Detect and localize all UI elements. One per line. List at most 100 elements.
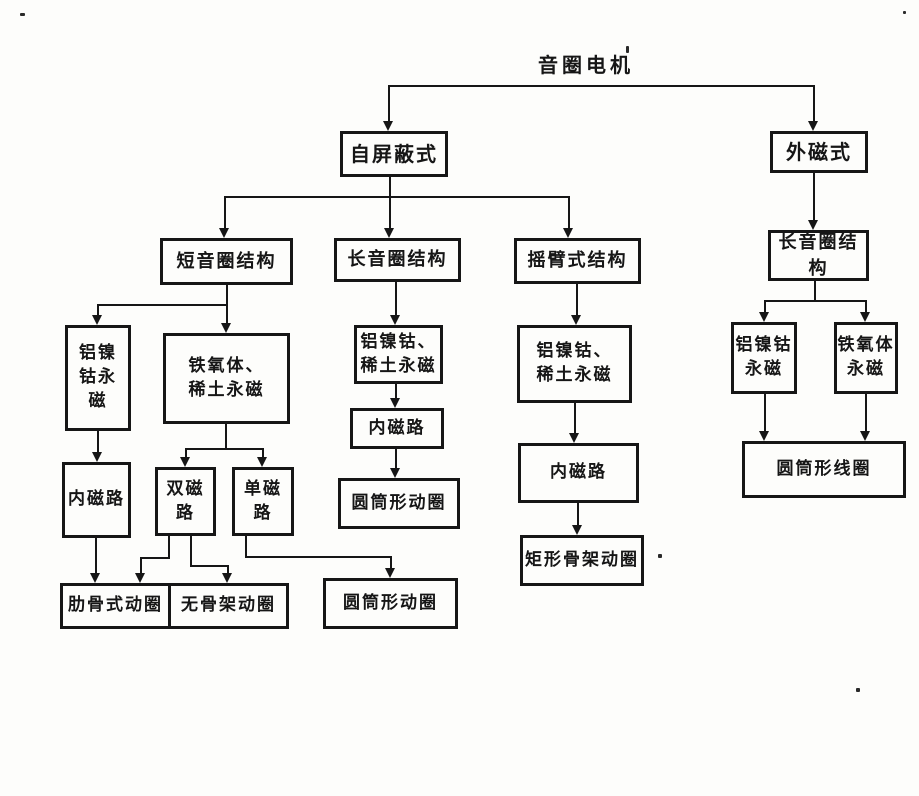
arrowhead: [860, 431, 870, 441]
node-label: 长音圈结构: [778, 232, 859, 279]
arrowhead: [571, 315, 581, 325]
connector-line: [390, 558, 392, 569]
node-label: 圆筒形线圈: [776, 458, 872, 479]
arrowhead: [90, 573, 100, 583]
connector-line: [813, 173, 815, 221]
arrowhead: [563, 228, 573, 238]
arrowhead: [860, 312, 870, 322]
connector-line: [568, 198, 570, 229]
connector-line: [224, 196, 570, 198]
node-label: 长音圈结构: [347, 249, 448, 271]
node-label: 自屏蔽式: [350, 142, 438, 166]
arrowhead: [257, 457, 267, 467]
connector-line: [395, 384, 397, 399]
connector-line: [140, 557, 170, 559]
node-label: 铁氧体、 稀土永磁: [188, 355, 265, 400]
connector-line: [97, 306, 99, 317]
node-label: 圆筒形动圈: [351, 492, 447, 513]
connector-line: [395, 449, 397, 469]
node-ferrite-magnet-right: 铁氧体 永磁: [834, 322, 898, 394]
node-rectangular-bobbin-moving-coil: 矩形骨架动圈: [520, 535, 644, 586]
arrowhead: [92, 315, 102, 325]
node-rocker-arm: 摇臂式结构: [514, 238, 641, 284]
connector-line: [764, 394, 766, 432]
node-label: 无骨架动圈: [181, 595, 276, 616]
node-label: 单磁路: [244, 478, 282, 523]
connector-line: [168, 536, 170, 559]
arrowhead: [390, 398, 400, 408]
connector-line: [388, 85, 815, 87]
arrowhead: [569, 433, 579, 443]
connector-line: [574, 403, 576, 434]
root-title: 音圈电机: [538, 53, 634, 77]
node-label: 铝镍钴、 稀土永磁: [536, 341, 613, 385]
connector-line: [388, 86, 390, 124]
connector-line: [245, 556, 392, 558]
arrowhead: [759, 312, 769, 322]
node-alnico-rare-earth-mid: 铝镍钴、 稀土永磁: [354, 325, 443, 384]
connector-line: [814, 281, 816, 302]
ink-speck: [20, 13, 25, 16]
connector-line: [764, 300, 867, 302]
connector-line: [97, 304, 228, 306]
node-label: 铝镍钴 永磁: [735, 335, 793, 379]
arrowhead: [180, 457, 190, 467]
node-alnico-magnet-left: 铝镍 钴永 磁: [65, 325, 131, 431]
node-label: 铝镍 钴永 磁: [79, 343, 117, 411]
arrowhead: [222, 573, 232, 583]
connector-line: [577, 503, 579, 526]
arrowhead: [92, 452, 102, 462]
ink-speck: [856, 688, 860, 692]
connector-line: [185, 450, 187, 459]
connector-line: [226, 306, 228, 325]
connector-line: [140, 559, 142, 574]
node-long-voice-coil-right: 长音圈结构: [768, 230, 869, 281]
connector-line: [764, 302, 766, 313]
node-inner-magnetic-circuit-rocker: 内磁路: [518, 443, 639, 503]
arrowhead: [390, 468, 400, 478]
connector-line: [262, 450, 264, 459]
arrowhead: [808, 121, 818, 131]
node-label: 短音圈结构: [176, 250, 277, 272]
connector-line: [225, 424, 227, 450]
connector-line: [226, 285, 228, 305]
node-cylindrical-moving-coil-mid: 圆筒形动圈: [338, 478, 460, 529]
connector-line: [389, 177, 391, 197]
node-label: 圆筒形动圈: [343, 592, 438, 613]
arrowhead: [383, 121, 393, 131]
connector-line: [865, 302, 867, 313]
arrowhead: [221, 323, 231, 333]
node-cylindrical-moving-coil-bottom: 圆筒形动圈: [323, 578, 458, 629]
node-bobbinless-moving-coil: 无骨架动圈: [168, 583, 289, 629]
arrowhead: [385, 568, 395, 578]
connector-line: [185, 448, 264, 450]
node-label: 矩形骨架动圈: [525, 549, 639, 570]
connector-line: [97, 431, 99, 454]
node-rib-type-moving-coil: 肋骨式动圈: [60, 583, 171, 629]
connector-line: [227, 567, 229, 574]
connector-line: [389, 198, 391, 229]
node-label: 摇臂式结构: [527, 250, 628, 272]
node-double-magnetic-circuit: 双磁路: [155, 467, 216, 536]
node-inner-magnetic-circuit-mid: 内磁路: [350, 408, 444, 449]
connector-line: [190, 536, 192, 567]
node-label: 双磁路: [166, 478, 205, 523]
ink-speck: [903, 11, 906, 14]
node-self-shielded: 自屏蔽式: [340, 131, 448, 177]
connector-line: [576, 284, 578, 316]
connector-line: [813, 86, 815, 123]
arrowhead: [135, 573, 145, 583]
connector-line: [95, 538, 97, 574]
node-label: 内磁路: [550, 462, 607, 483]
node-label: 肋骨式动圈: [68, 595, 163, 616]
arrowhead: [572, 525, 582, 535]
connector-line: [245, 536, 247, 558]
ink-speck: [658, 554, 662, 558]
node-long-voice-coil-mid: 长音圈结构: [334, 238, 461, 282]
connector-line: [224, 198, 226, 229]
arrowhead: [759, 431, 769, 441]
arrowhead: [219, 228, 229, 238]
arrowhead: [808, 220, 818, 230]
connector-line: [395, 282, 397, 316]
